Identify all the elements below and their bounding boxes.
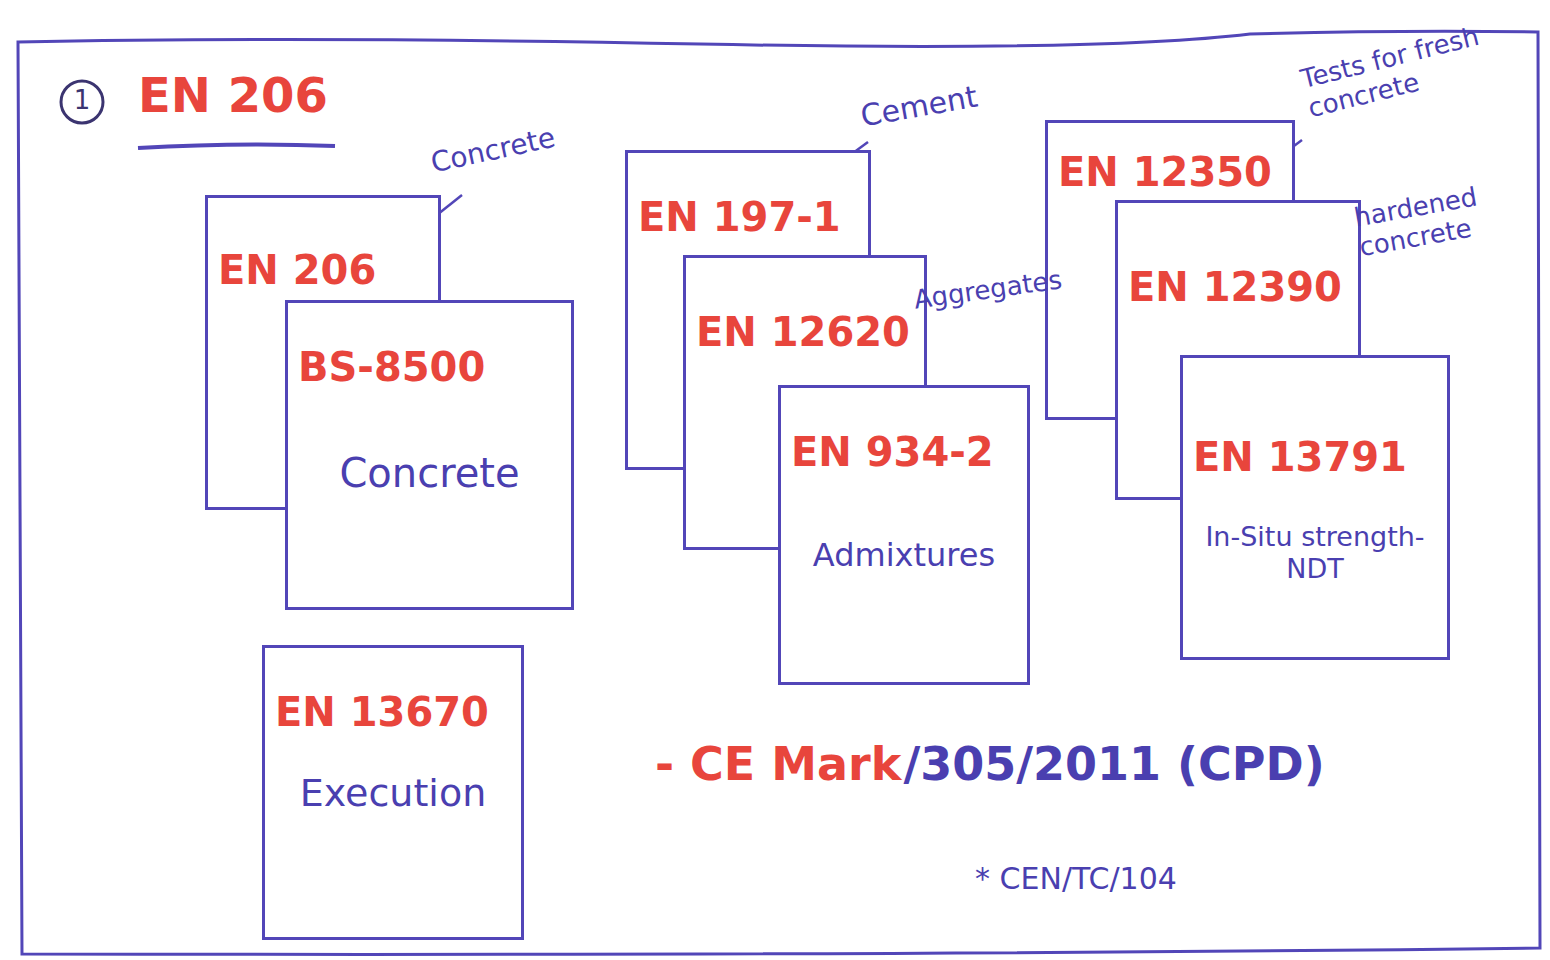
standard-code: EN 197-1 bbox=[628, 193, 868, 241]
standard-code: EN 12620 bbox=[686, 308, 924, 356]
standard-code: EN 13791 bbox=[1183, 433, 1447, 481]
ce-mark-note: - CE Mark bbox=[655, 738, 901, 791]
callout-number: 1 bbox=[70, 86, 94, 116]
leader-label: Concrete bbox=[428, 119, 572, 180]
standard-code: EN 12390 bbox=[1118, 263, 1358, 311]
callout-circle bbox=[61, 81, 103, 123]
outer-frame bbox=[18, 31, 1540, 954]
book-subtitle: Admixtures bbox=[781, 536, 1027, 574]
standard-code: BS-8500 bbox=[288, 343, 571, 391]
standard-code: EN 12350 bbox=[1048, 148, 1292, 196]
book-subtitle: Concrete bbox=[288, 449, 571, 497]
book-subtitle: In-Situ strength-NDT bbox=[1183, 521, 1447, 586]
standard-book: EN 13791In-Situ strength-NDT bbox=[1180, 355, 1450, 650]
standard-code: EN 13670 bbox=[265, 688, 521, 736]
committee-note: * CEN/TC/104 bbox=[975, 862, 1177, 897]
regulation-note: /305/2011 (CPD) bbox=[903, 738, 1324, 791]
standard-code: EN 206 bbox=[208, 246, 438, 294]
title-underline bbox=[138, 144, 335, 148]
standard-book: BS-8500Concrete bbox=[285, 300, 574, 600]
leader-label: Tests for fresh concrete bbox=[1298, 13, 1526, 124]
leader-label: Aggregates bbox=[912, 265, 1065, 315]
standard-book: EN 934-2Admixtures bbox=[778, 385, 1030, 675]
leader-label: Cement bbox=[858, 77, 992, 134]
standard-book: EN 13670Execution bbox=[262, 645, 524, 930]
book-subtitle: Execution bbox=[265, 771, 521, 817]
page-title: EN 206 bbox=[138, 68, 328, 123]
standard-code: EN 934-2 bbox=[781, 428, 1027, 476]
leader-label: hardened concrete bbox=[1352, 173, 1540, 263]
